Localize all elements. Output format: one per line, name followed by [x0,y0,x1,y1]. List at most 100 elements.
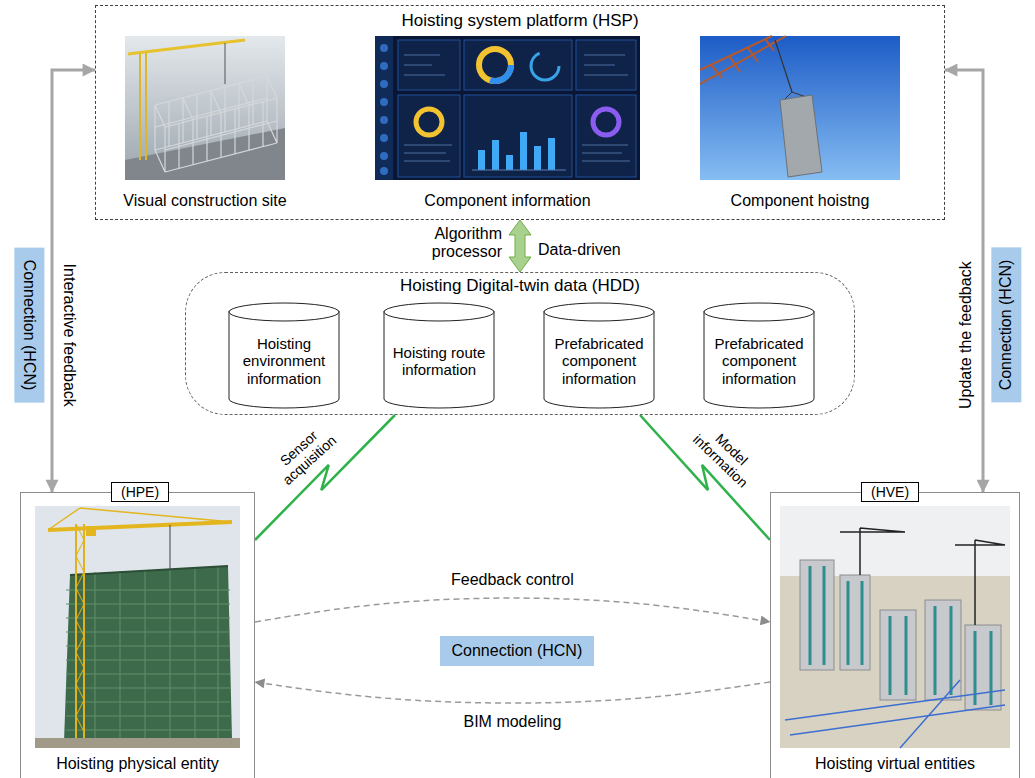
dashboard-screen-part [404,55,630,161]
construction-photo [35,506,240,748]
construction-photo-part [70,566,228,575]
construction-photo-part [170,525,171,570]
construction-photo-part [86,526,96,536]
feedback-arc [255,598,770,622]
construction-site-render-part [155,76,277,172]
construction-photo-part [66,567,231,741]
hoisting-photo-part [700,36,786,84]
edge-label: Feedback control [451,571,574,589]
construction-photo-part [48,522,232,530]
cylinder-body [229,311,339,408]
cylinder-top [384,303,494,321]
construction-site-render [125,36,285,180]
dashboard-screen [375,36,640,180]
construction-site-render-part [225,43,226,84]
panel-title: Hoisting Digital-twin data (HDD) [186,273,854,296]
bim-model-render-part-part [965,625,1001,710]
edge-label: BIM modeling [464,713,562,731]
construction-photo-part [35,506,240,748]
cylinder-body [704,311,814,408]
bim-model-render [780,506,1010,748]
bim-model-render-part-part [880,610,916,700]
construction-site-render-part [128,40,245,54]
entity-caption: Hoisting virtual entities [771,755,1019,773]
bim-model-render-part [785,680,1005,748]
bim-model-render-part [810,566,991,705]
database-label: Hoisting environment information [237,335,331,387]
construction-photo-part [48,508,232,530]
edge-label: Sensor acquisition [266,418,343,491]
dashboard-screen-part-part [548,138,555,170]
dashboard-screen-part [472,170,566,171]
hoisting-photo [700,36,900,180]
lightning-link [255,415,395,540]
dashboard-screen-part-part [520,132,527,170]
construction-site-render-part [125,128,285,180]
dashboard-screen-part-part [398,95,460,177]
feedback-line [52,70,95,492]
hoisting-photo-part [700,36,900,180]
connection-label: Connection (HCN) [452,641,583,661]
database-label: Prefabricated component information [552,335,646,387]
dashboard-screen-part [380,44,388,175]
dashboard-screen-part-part [506,155,513,170]
panel-title: Hoisting system platform (HSP) [96,6,944,31]
image-panel: Visual construction site [115,30,295,215]
bim-model-render-part-part [800,560,834,670]
image-caption: Component hoistng [731,192,870,210]
dashboard-screen-part-part [380,167,388,175]
image-panel: Component hoistng [690,30,910,215]
connection-box: Connection (HCN) [991,248,1021,403]
construction-photo-part [76,524,84,732]
construction-photo-part [76,524,84,742]
dashboard-screen-part [531,52,559,80]
dashboard-screen-part [375,36,640,180]
dashboard-screen-part [398,40,636,177]
database-cylinder: Prefabricated component information [543,302,655,408]
hoisting-photo-part [780,95,822,177]
entity-caption: Hoisting physical entity [21,755,254,773]
database-cylinder: Prefabricated component information [703,302,815,408]
construction-photo-part [64,566,232,742]
bim-model-render-part [840,528,1005,625]
dashboard-screen-part [375,36,393,180]
edge-label: Interactive feedback [59,264,77,407]
entity-tab: (HPE) [111,482,169,502]
dashboard-screen-part-part [380,98,388,106]
dashboard-screen-part-part [464,95,572,177]
image-caption: Visual construction site [123,192,286,210]
database-label: Hoisting route information [392,344,486,379]
dashboard-screen-part [478,132,555,170]
database-label: Prefabricated component information [712,335,806,387]
edge-label: Update the feedback [957,261,975,409]
data-exchange-arrow [509,220,531,272]
database-cylinder: Hoisting route information [383,302,495,408]
entity-tab: (HVE) [861,482,919,502]
cylinder-body [544,311,654,408]
bim-model-render-part-part [840,575,870,670]
dashboard-screen-part-part [380,116,388,124]
bim-model-render-part [800,560,1001,710]
hoisting-photo-part [775,40,792,92]
annotation-label: Data-driven [538,241,621,259]
construction-photo-part [35,738,240,748]
cylinder-top [229,303,339,321]
dashboard-screen-part-part [380,152,388,160]
feedback-line [945,70,983,492]
dashboard-screen-part-part [478,150,485,170]
data-layer-panel: Hoisting Digital-twin data (HDD) Hoisting… [185,272,855,415]
cylinder-body [384,311,494,408]
dashboard-screen-part-part [380,44,388,52]
dashboard-screen-part-part [492,140,499,170]
cylinder-top [704,303,814,321]
database-cylinder: Hoisting environment information [228,302,340,408]
platform-panel: Hoisting system platform (HSP) Visual con… [95,5,945,220]
edge-label: Model information [687,417,766,494]
edge-label: Algorithm processor [418,225,502,262]
connection-box: Connection (HCN) [14,248,44,403]
connection-box: Connection (HCN) [440,636,595,666]
modeling-arc [255,682,770,703]
construction-site-render-part [140,52,146,160]
